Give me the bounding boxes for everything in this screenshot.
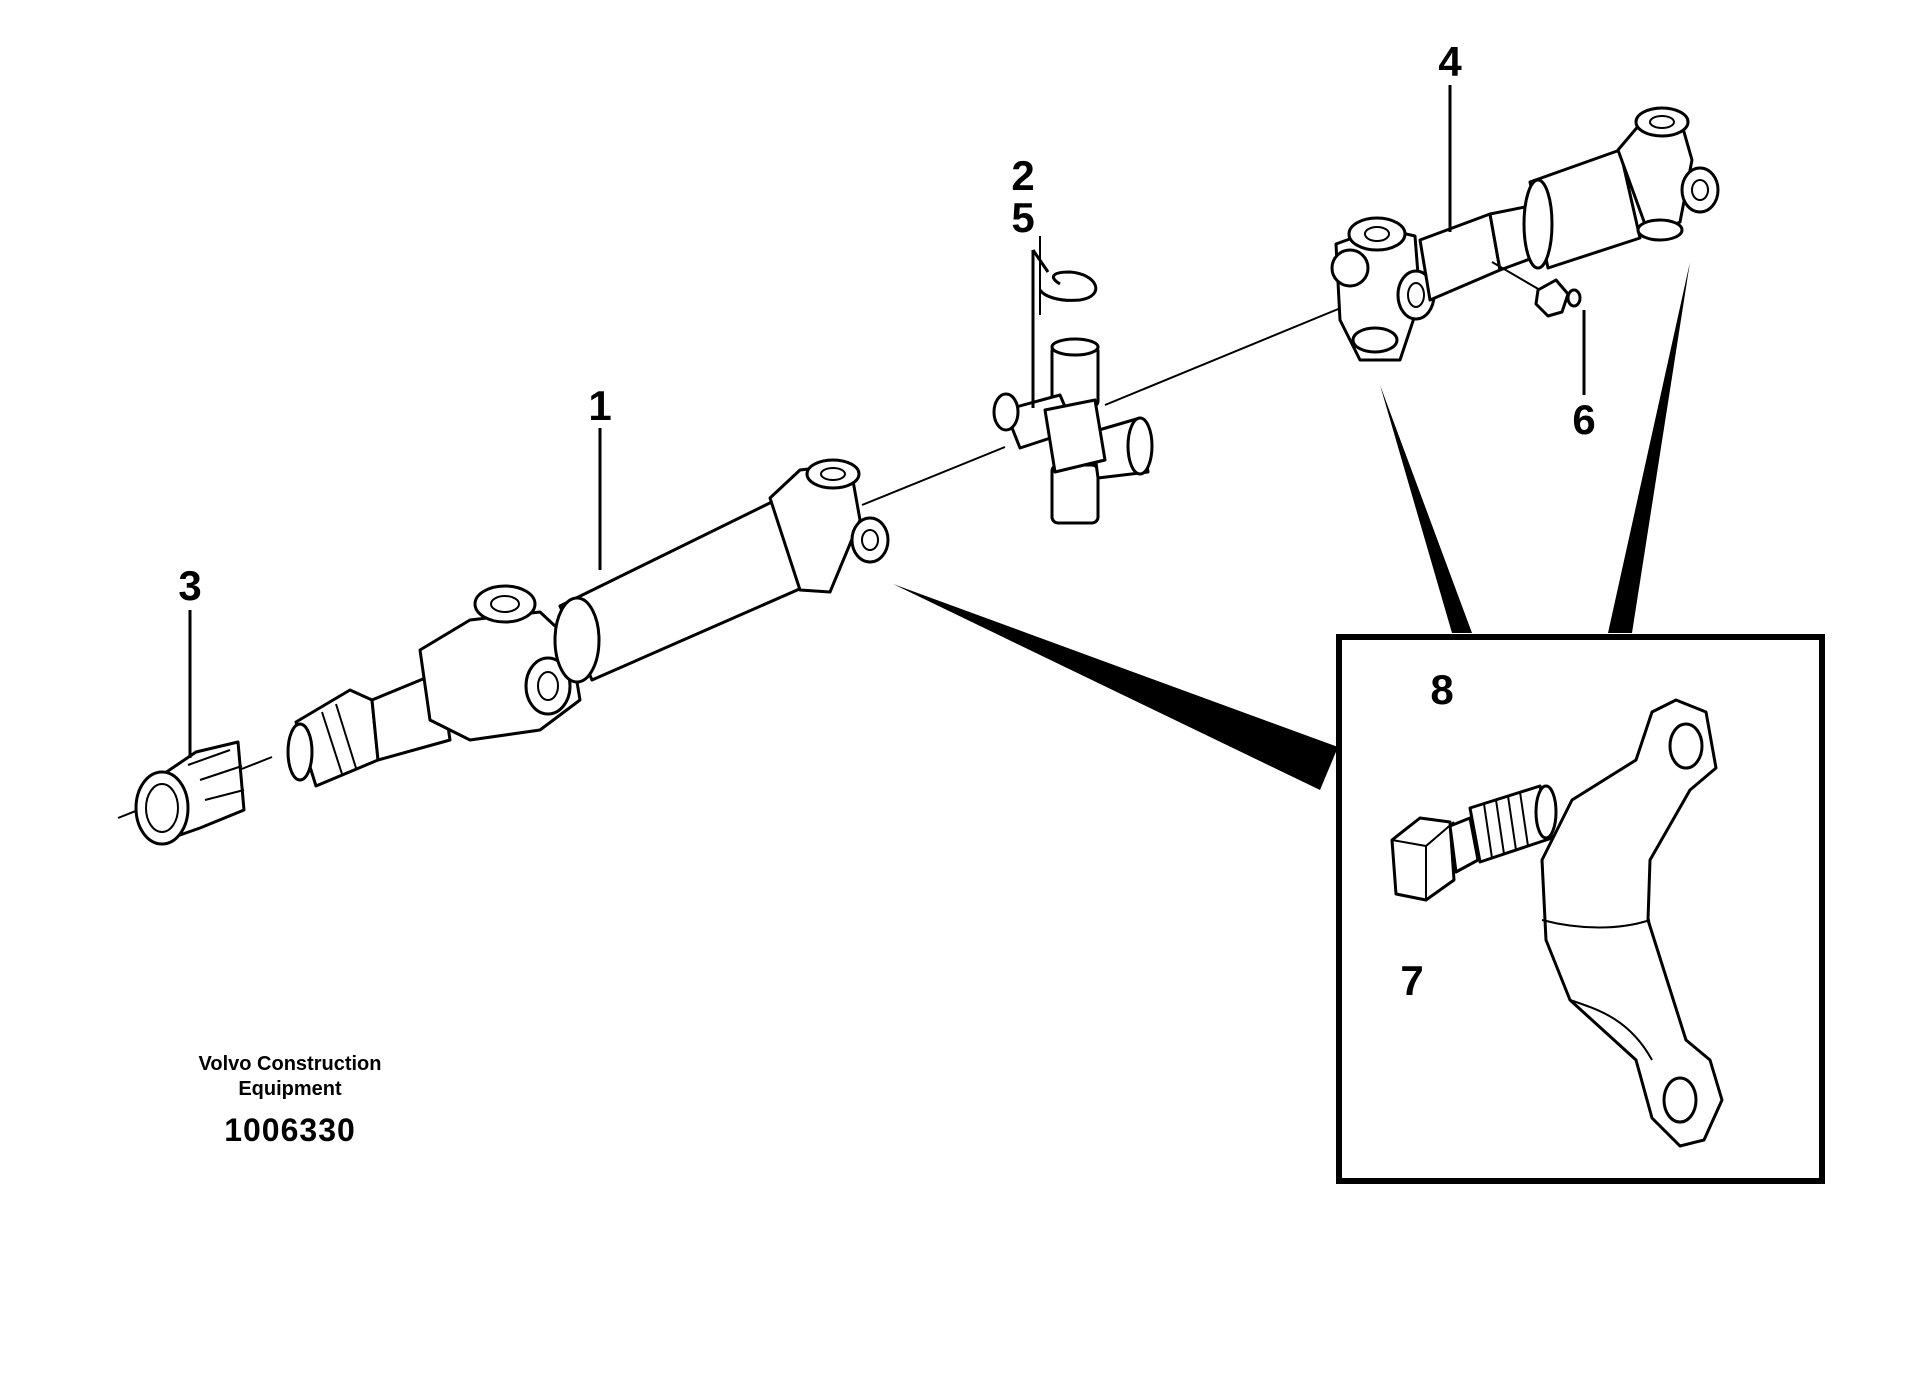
- callout-4: 4: [1438, 38, 1462, 85]
- detail-view-pointers: [893, 262, 1690, 790]
- callout-6: 6: [1572, 396, 1595, 443]
- manufacturer-line-2: Equipment: [238, 1078, 342, 1100]
- propeller-shaft: [286, 458, 890, 788]
- callout-7: 7: [1400, 957, 1423, 1004]
- callout-labels: 1 3 2 5 4 6 8 7: [178, 38, 1595, 1004]
- manufacturer-line-1: Volvo Construction: [198, 1053, 382, 1075]
- snap-ring: [1038, 270, 1098, 302]
- drawing-number: 1006330: [224, 1112, 356, 1148]
- bolt: [1390, 784, 1558, 902]
- callout-8: 8: [1430, 666, 1453, 713]
- rear-shaft: [1330, 106, 1720, 362]
- callout-5: 5: [1011, 194, 1034, 241]
- callout-2: 2: [1011, 152, 1034, 199]
- detail-box: [1336, 634, 1825, 1184]
- bearing-strap: [1540, 698, 1724, 1148]
- universal-joint-cross: [992, 337, 1154, 525]
- callout-3: 3: [178, 562, 201, 609]
- manufacturer-label: Volvo Construction Equipment: [140, 1052, 440, 1102]
- splined-sleeve: [134, 740, 246, 846]
- grease-nipple: [1491, 261, 1582, 318]
- callout-1: 1: [588, 382, 611, 429]
